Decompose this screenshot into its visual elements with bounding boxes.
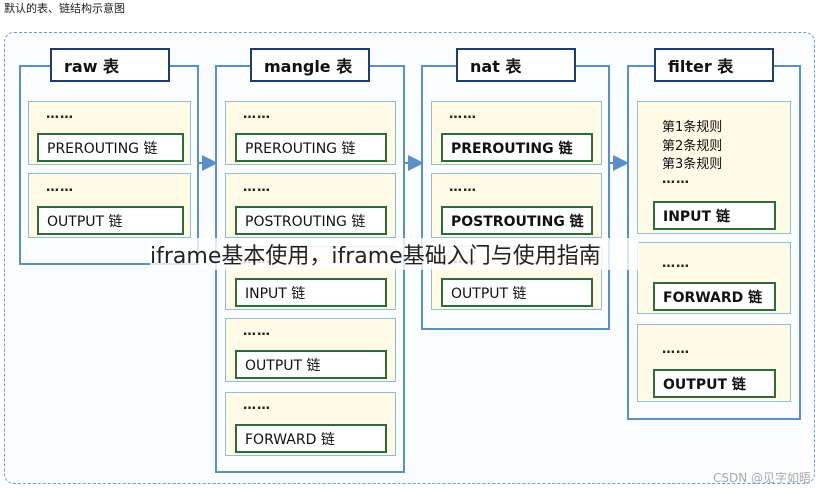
raw-table-title: raw 表 xyxy=(50,48,170,82)
filter-output-chain[interactable]: OUTPUT 链 xyxy=(653,369,776,398)
mangle-table-title: mangle 表 xyxy=(250,48,370,82)
mangle-forward-dots: …… xyxy=(243,398,271,413)
csdn-credit: CSDN @见字如晤 xyxy=(712,471,811,485)
raw-output-dots: …… xyxy=(46,180,74,195)
mangle-output-dots: …… xyxy=(243,324,271,339)
filter-forward-dots: …… xyxy=(662,256,690,271)
mangle-input-chain[interactable]: INPUT 链 xyxy=(235,278,387,307)
filter-input-chain[interactable]: INPUT 链 xyxy=(653,201,776,230)
raw-output-chain[interactable]: OUTPUT 链 xyxy=(37,206,184,235)
mangle-prerouting-dots: …… xyxy=(243,107,271,122)
watermark-text: iframe基本使用，iframe基础入门与使用指南 xyxy=(150,238,639,270)
filter-input-dots: …… xyxy=(662,172,690,187)
filter-output-dots: …… xyxy=(662,342,690,357)
filter-forward-chain[interactable]: FORWARD 链 xyxy=(653,282,776,311)
nat-output-chain[interactable]: OUTPUT 链 xyxy=(441,278,593,307)
mangle-postrouting-chain[interactable]: POSTROUTING 链 xyxy=(235,206,387,235)
mangle-prerouting-chain[interactable]: PREROUTING 链 xyxy=(235,133,387,162)
diagram-caption: 默认的表、链结构示意图 xyxy=(4,2,125,15)
filter-rule-2: 第2条规则 xyxy=(662,139,723,154)
mangle-postrouting-dots: …… xyxy=(243,180,271,195)
filter-rule-3: 第3条规则 xyxy=(662,157,723,172)
raw-prerouting-chain[interactable]: PREROUTING 链 xyxy=(37,133,184,162)
filter-table-title: filter 表 xyxy=(654,48,774,82)
nat-postrouting-chain[interactable]: POSTROUTING 链 xyxy=(441,206,593,235)
nat-table-title: nat 表 xyxy=(456,48,576,82)
raw-prerouting-dots: …… xyxy=(46,107,74,122)
mangle-output-chain[interactable]: OUTPUT 链 xyxy=(235,350,387,379)
filter-rule-1: 第1条规则 xyxy=(662,120,723,135)
mangle-forward-chain[interactable]: FORWARD 链 xyxy=(235,424,387,453)
nat-postrouting-dots: …… xyxy=(449,180,477,195)
nat-prerouting-dots: …… xyxy=(449,107,477,122)
nat-prerouting-chain[interactable]: PREROUTING 链 xyxy=(441,133,593,162)
